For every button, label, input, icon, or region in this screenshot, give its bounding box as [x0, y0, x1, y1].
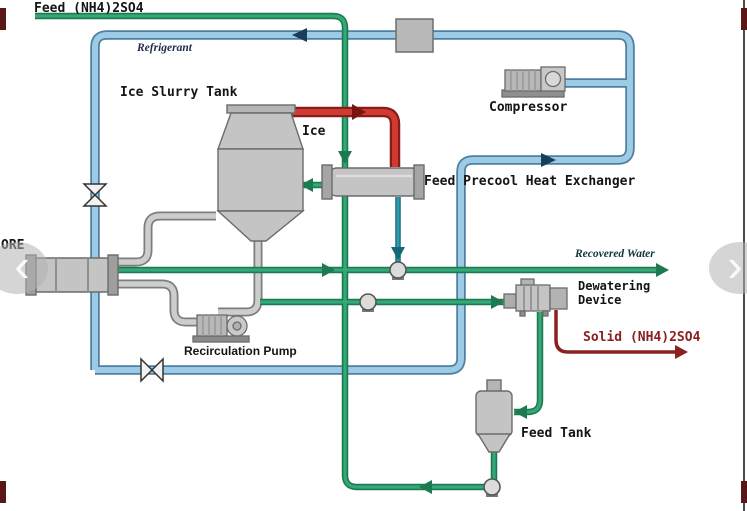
dewatering-inlet — [503, 293, 517, 309]
label-heat-exchanger: Feed Precool Heat Exchanger — [424, 174, 636, 189]
page-edge-mark — [741, 481, 747, 503]
arrow-ore-line-right — [322, 263, 335, 277]
arrow-into-feed-tank-left — [514, 405, 527, 419]
arrow-solid-product-right — [675, 345, 688, 359]
tank-body — [217, 148, 304, 212]
melt-water-pump — [389, 261, 407, 280]
recirc-pump-motor-hub — [232, 321, 242, 331]
recirc-pump-body — [196, 314, 228, 337]
compressor-ribs — [510, 70, 536, 91]
valve-left-vertical — [82, 183, 108, 207]
slurry-transfer-pump — [359, 293, 377, 312]
feed-tank-cone — [476, 433, 512, 453]
label-recirculation-pump: Recirculation Pump — [184, 344, 297, 358]
solid-product-line — [554, 310, 678, 354]
arrow-refrigerant-top-left — [292, 28, 307, 42]
dewatering-leg-right — [542, 310, 549, 317]
recirculation-pump-unit — [192, 314, 250, 343]
ice-slurry-tank — [216, 104, 305, 242]
arrow-refrigerant-inner-right — [541, 153, 556, 167]
recirculation-pipes — [112, 213, 261, 325]
carousel-prev-button[interactable]: ‹ — [0, 242, 48, 294]
arrow-bottom-return-left — [419, 480, 432, 494]
tank-rim — [226, 104, 296, 114]
feed-tank-vessel — [475, 379, 513, 453]
recirc-pump-base — [192, 335, 250, 343]
tank-top-trapezoid — [217, 112, 304, 150]
page-edge-mark — [0, 8, 6, 30]
feed-precool-heat-exchanger — [321, 164, 425, 200]
arrow-feed-riser-down — [338, 151, 352, 164]
label-ice-slurry-tank: Ice Slurry Tank — [120, 85, 238, 100]
arrow-recovered-water-right — [656, 263, 669, 277]
dewatering-body — [515, 284, 551, 312]
dewatering-right-box — [549, 287, 568, 310]
refrigerant-loop — [92, 32, 633, 373]
label-refrigerant: Refrigerant — [137, 42, 192, 54]
label-ice: Ice — [302, 124, 326, 139]
label-dewatering-device: Dewatering Device — [578, 279, 651, 307]
feed-tank-neck — [486, 379, 502, 393]
arrow-melt-water-down — [391, 247, 405, 260]
valve-bottom-horizontal — [140, 357, 164, 383]
ice-pipe — [292, 109, 398, 167]
tank-cone — [216, 210, 305, 242]
feed-tank-body — [475, 390, 513, 437]
feed-return-pump — [483, 478, 501, 497]
label-solid-product: Solid (NH4)2SO4 — [583, 330, 701, 345]
dewatering-leg-left — [519, 310, 526, 317]
hx-cap-left — [321, 164, 333, 200]
arrow-to-dewatering-right — [491, 295, 504, 309]
feed-pipes — [35, 14, 660, 489]
dewatering-device — [503, 278, 568, 317]
dewatering-bands — [523, 285, 539, 311]
compressor-motor-face — [544, 70, 562, 88]
compressor-unit — [501, 66, 566, 98]
ore-cap-right — [107, 254, 119, 296]
hx-body — [327, 167, 421, 197]
hx-cap-right — [413, 164, 425, 200]
label-feed-tank: Feed Tank — [521, 426, 592, 441]
arrow-into-tank-left — [300, 178, 313, 192]
flow-arrows — [292, 28, 688, 494]
label-compressor: Compressor — [489, 100, 568, 115]
label-feed: Feed (NH4)2SO4 — [34, 1, 144, 16]
recirc-pump-ribs — [202, 315, 222, 336]
refrigerant-unit-box — [395, 18, 434, 53]
page-edge-mark — [0, 481, 6, 503]
page-edge-mark — [741, 8, 747, 30]
label-recovered-water: Recovered Water — [575, 248, 655, 260]
arrow-ice-right — [352, 104, 366, 120]
